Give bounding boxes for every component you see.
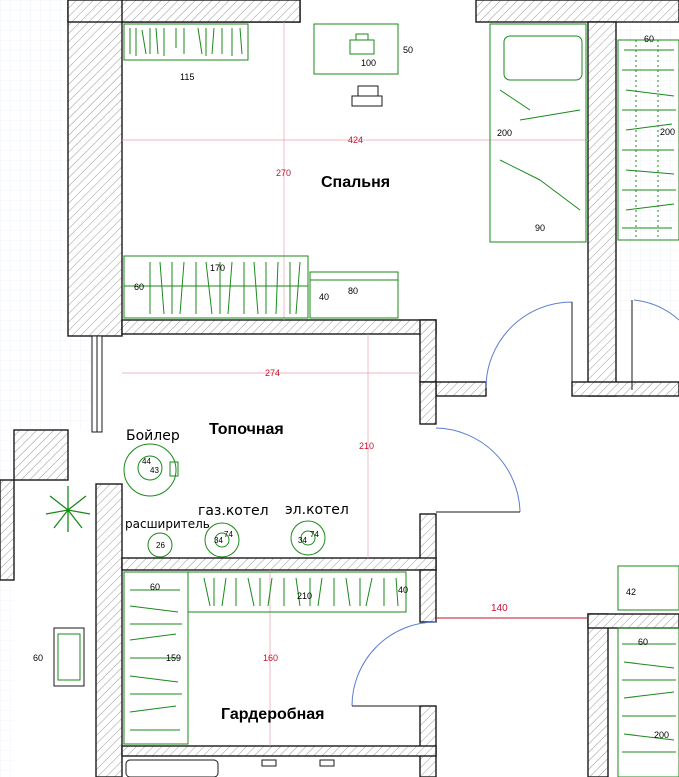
label-electric-boiler: эл.котел	[285, 502, 349, 518]
label-gas-boiler: газ.котел	[198, 503, 269, 519]
interior-top	[300, 0, 480, 24]
dim-right-bottom-depth: 60	[638, 637, 648, 647]
dim-wardrobe-shelf-depth: 40	[398, 585, 408, 595]
label-gas-boiler-h: 74	[224, 530, 233, 539]
right-bottom-closet	[617, 627, 679, 777]
dresser	[309, 271, 399, 319]
label-boiler-d1: 44	[142, 457, 151, 466]
gas-boiler-unit	[204, 522, 240, 558]
label-expander: расширитель	[125, 517, 210, 531]
dim-desk-depth: 50	[403, 45, 413, 55]
electric-boiler-unit	[290, 520, 326, 556]
dim-bedroom-wardrobe-length: 170	[210, 263, 225, 273]
dim-plant-stand: 60	[33, 653, 43, 663]
label-boiler: Бойлер	[126, 428, 180, 444]
dim-boiler-room-height: 210	[359, 441, 374, 451]
dim-right-cabinet-depth: 42	[626, 587, 636, 597]
dim-desk-width: 100	[361, 58, 376, 68]
dim-wardrobe-height: 160	[263, 653, 278, 663]
dim-hall-width: 140	[491, 603, 508, 614]
interior-balcony	[14, 430, 100, 777]
label-gas-boiler-w: 34	[214, 536, 223, 545]
wardrobe-left-closet	[123, 571, 189, 745]
right-cabinet	[617, 565, 679, 611]
dim-shelf-top: 115	[180, 72, 194, 82]
dim-wardrobe-left-depth: 60	[150, 582, 160, 592]
dim-boiler-room-width: 274	[265, 368, 280, 378]
label-electric-boiler-h: 74	[310, 530, 319, 539]
dim-bedroom-height: 270	[276, 168, 291, 178]
dim-bedroom-wardrobe-depth: 60	[134, 282, 144, 292]
doors	[351, 299, 679, 707]
dim-bed-length: 200	[497, 128, 512, 138]
furniture	[45, 23, 679, 777]
room-label-wardrobe: Гардеробная	[221, 706, 325, 723]
right-closet	[617, 39, 679, 241]
room-label-boiler-room: Топочная	[209, 421, 284, 438]
dim-dresser-depth: 40	[319, 292, 329, 302]
top-shelf	[123, 23, 249, 61]
bottom-appliances	[125, 759, 335, 777]
left-window	[91, 335, 103, 433]
label-expander-d: 26	[156, 541, 165, 550]
room-label-bedroom: Спальня	[321, 174, 390, 191]
desk	[313, 23, 399, 75]
bed	[489, 23, 587, 243]
dim-wardrobe-left-length: 159	[166, 653, 181, 663]
dim-dresser-width: 80	[348, 286, 358, 296]
expander-unit	[147, 532, 173, 558]
bedroom-wardrobe	[123, 255, 309, 319]
dim-bed-width: 90	[535, 223, 545, 233]
boiler-unit	[123, 443, 179, 497]
dim-right-bottom-length: 200	[654, 730, 669, 740]
dim-bedroom-width: 424	[348, 135, 363, 145]
plant	[45, 486, 91, 532]
dim-wardrobe-shelf-length: 210	[297, 591, 312, 601]
label-boiler-d2: 43	[150, 466, 159, 475]
dim-closet-right-depth: 60	[644, 34, 654, 44]
dim-closet-right-length: 200	[660, 127, 675, 137]
label-electric-boiler-w: 34	[298, 536, 307, 545]
dimension-guides	[122, 22, 588, 746]
balcony-stand	[53, 627, 85, 687]
